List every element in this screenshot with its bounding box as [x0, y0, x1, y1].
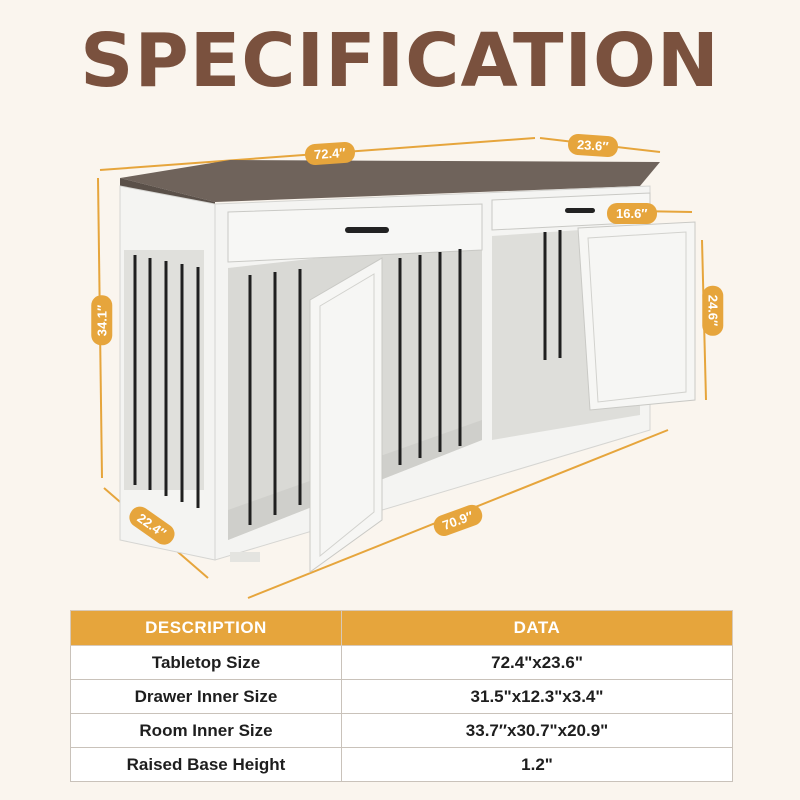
table-row: Tabletop Size 72.4"x23.6": [70, 645, 733, 680]
right-door: [577, 221, 696, 411]
table-header-row: DESCRIPTION DATA: [70, 610, 733, 646]
header-description: DESCRIPTION: [70, 610, 342, 646]
dim-height: 34.1″: [91, 295, 113, 346]
drawer-handle-icon: [345, 227, 389, 233]
dim-room-depth: 16.6″: [607, 203, 657, 224]
left-door: [309, 257, 383, 573]
row-label: Raised Base Height: [70, 747, 342, 782]
dog-crate-illustration: [97, 137, 707, 599]
header-data: DATA: [341, 610, 733, 646]
row-value: 72.4"x23.6": [341, 645, 733, 680]
row-value: 1.2": [341, 747, 733, 782]
tabletop: [120, 160, 660, 202]
drawer-handle-icon: [565, 208, 595, 213]
dim-top-depth: 23.6″: [567, 133, 619, 158]
table-row: Raised Base Height 1.2": [70, 747, 733, 782]
spec-table: DESCRIPTION DATA Tabletop Size 72.4"x23.…: [70, 610, 733, 782]
dim-top-width: 72.4″: [304, 141, 356, 166]
row-label: Drawer Inner Size: [70, 679, 342, 714]
row-label: Tabletop Size: [70, 645, 342, 680]
row-value: 31.5"x12.3"x3.4": [341, 679, 733, 714]
table-row: Drawer Inner Size 31.5"x12.3"x3.4": [70, 679, 733, 714]
row-label: Room Inner Size: [70, 713, 342, 748]
crate-bars: [133, 230, 562, 525]
page-title: SPECIFICATION: [80, 18, 720, 104]
table-row: Room Inner Size 33.7″x30.7"x20.9": [70, 713, 733, 748]
row-value: 33.7″x30.7"x20.9": [341, 713, 733, 748]
dim-room-height: 24.6″: [702, 285, 724, 336]
